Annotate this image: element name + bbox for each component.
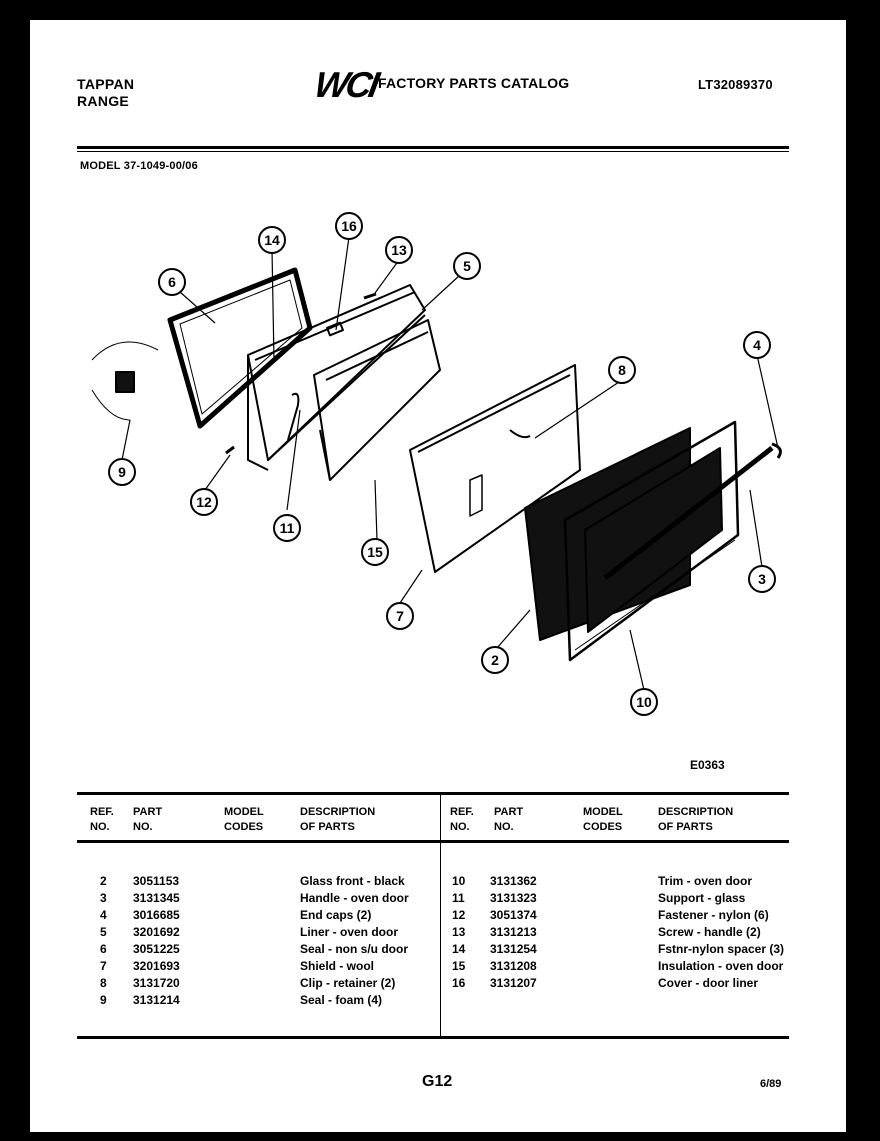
svg-text:11: 11 (280, 520, 295, 536)
callout-9: 9 (108, 458, 136, 486)
part-handle (603, 442, 782, 580)
wci-logo: WCI (311, 64, 380, 105)
callout-7: 7 (386, 602, 414, 630)
callout-3: 3 (748, 565, 776, 593)
part-insulation (313, 319, 441, 481)
callout-6: 6 (158, 268, 186, 296)
catalog-title: FACTORY PARTS CATALOG (378, 75, 570, 91)
header-rule-thin (77, 151, 789, 152)
callout-15: 15 (361, 538, 389, 566)
brand-block: TAPPAN RANGE (77, 76, 134, 110)
part-seal-frame (167, 267, 313, 429)
svg-text:12: 12 (196, 494, 212, 510)
part-oven-liner (247, 284, 426, 471)
svg-text:14: 14 (264, 232, 280, 248)
callout-5: 5 (453, 252, 481, 280)
part-shield (409, 364, 581, 573)
callout-8: 8 (608, 356, 636, 384)
part-fastener (225, 445, 235, 455)
table-column-divider (440, 792, 441, 1038)
svg-text:5: 5 (463, 258, 471, 274)
callout-10: 10 (630, 688, 658, 716)
svg-text:4: 4 (753, 337, 761, 353)
svg-text:10: 10 (636, 694, 652, 710)
catalog-code: LT32089370 (698, 77, 773, 92)
exploded-parts-diagram: 14 16 13 5 6 8 4 9 12 11 15 7 3 2 10 (91, 212, 782, 716)
brand-name: TAPPAN (77, 76, 135, 92)
callout-11: 11 (273, 514, 301, 542)
svg-text:9: 9 (118, 464, 126, 480)
print-date: 6/89 (760, 1078, 782, 1090)
callout-group: 14 16 13 5 6 8 4 9 12 11 15 7 3 2 10 (108, 212, 776, 716)
svg-text:16: 16 (341, 218, 357, 234)
callout-16: 16 (335, 212, 363, 240)
svg-text:13: 13 (391, 242, 407, 258)
product-type: RANGE (77, 93, 130, 109)
model-number: MODEL 37-1049-00/06 (80, 160, 198, 172)
callout-2: 2 (481, 646, 509, 674)
callout-13: 13 (385, 236, 413, 264)
svg-text:2: 2 (491, 652, 499, 668)
svg-text:6: 6 (168, 274, 176, 290)
table-bottom-rule (77, 1036, 789, 1039)
header-ref-no: REF.NO. (90, 806, 114, 833)
callout-4: 4 (743, 331, 771, 359)
svg-text:3: 3 (758, 571, 766, 587)
catalog-page: TAPPAN RANGE WCI FACTORY PARTS CATALOG L… (30, 20, 846, 1132)
diagram-reference: E0363 (690, 758, 725, 772)
header-ref-no-right: REF.NO. (450, 806, 474, 833)
callout-14: 14 (258, 226, 286, 254)
svg-text:7: 7 (396, 608, 404, 624)
svg-text:8: 8 (618, 362, 626, 378)
part-foam-seal (91, 341, 159, 421)
part-screw (363, 292, 377, 300)
table-top-rule (77, 792, 789, 795)
leader-lines (121, 236, 779, 691)
svg-text:15: 15 (367, 544, 383, 560)
page-code: G12 (422, 1073, 453, 1090)
header-rule (77, 146, 789, 149)
table-header-rule (77, 840, 789, 843)
callout-12: 12 (190, 488, 218, 516)
